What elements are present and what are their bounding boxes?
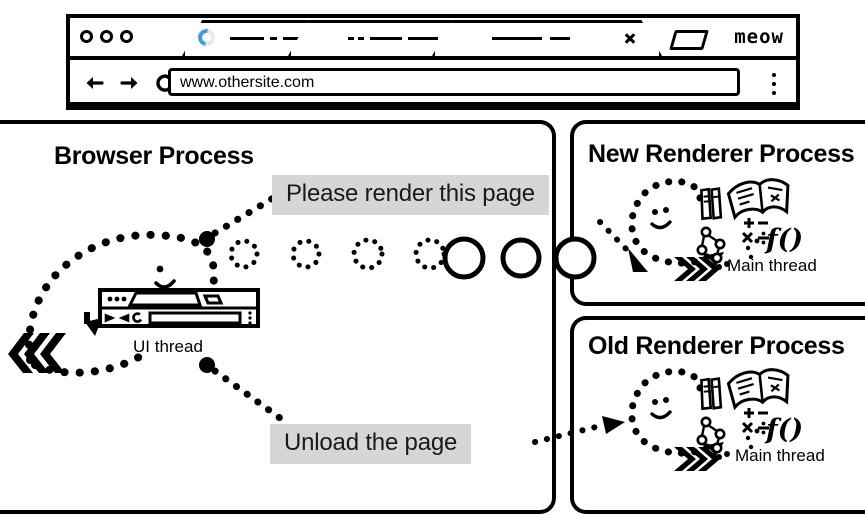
kebab-dot-2: [772, 82, 776, 86]
tab-1-title-dash-c: [283, 37, 309, 40]
window-control-dot-2[interactable]: [100, 30, 113, 43]
back-arrow-icon[interactable]: [84, 73, 104, 93]
render-request-message: Please render this page: [272, 175, 549, 215]
old-renderer-process-title: Old Renderer Process: [588, 332, 845, 360]
tab-3-close-icon[interactable]: [624, 32, 636, 44]
kebab-dot-3: [772, 91, 776, 95]
tab-2-title-dash-a: [348, 37, 354, 40]
ui-thread-label: UI thread: [133, 337, 203, 356]
tab-3[interactable]: [432, 20, 662, 56]
tab-1-title-dash-a: [230, 37, 264, 40]
kebab-menu-icon[interactable]: [772, 73, 776, 100]
new-tab-button[interactable]: [669, 30, 709, 50]
tab-3-title-dash-b: [550, 37, 570, 40]
browser-brand-label: meow: [734, 26, 784, 48]
navigation-bar: www.othersite.com: [70, 60, 796, 106]
window-control-dot-3[interactable]: [120, 30, 133, 43]
window-control-dot-1[interactable]: [80, 30, 93, 43]
new-renderer-process-title: New Renderer Process: [588, 140, 855, 168]
old-renderer-main-thread-label: Main thread: [735, 446, 825, 465]
browser-process-title: Browser Process: [54, 142, 254, 170]
tab-1-title-dash-b: [270, 37, 277, 40]
unload-request-message: Unload the page: [270, 424, 472, 464]
tab-2-title-dash-c: [370, 37, 402, 40]
new-renderer-main-thread-label: Main thread: [727, 256, 817, 275]
tab-2-title-dash-b: [358, 37, 364, 40]
tab-3-title-dash-a: [492, 37, 542, 40]
tab-2-title-dash-d: [408, 37, 438, 40]
forward-arrow-icon[interactable]: [120, 73, 140, 93]
browser-window: meow www: [66, 14, 800, 110]
address-bar-value: www.othersite.com: [180, 74, 315, 91]
kebab-dot-1: [772, 73, 776, 77]
window-controls[interactable]: [80, 30, 133, 43]
address-bar[interactable]: www.othersite.com: [168, 68, 740, 96]
tab-strip: meow: [70, 18, 796, 60]
